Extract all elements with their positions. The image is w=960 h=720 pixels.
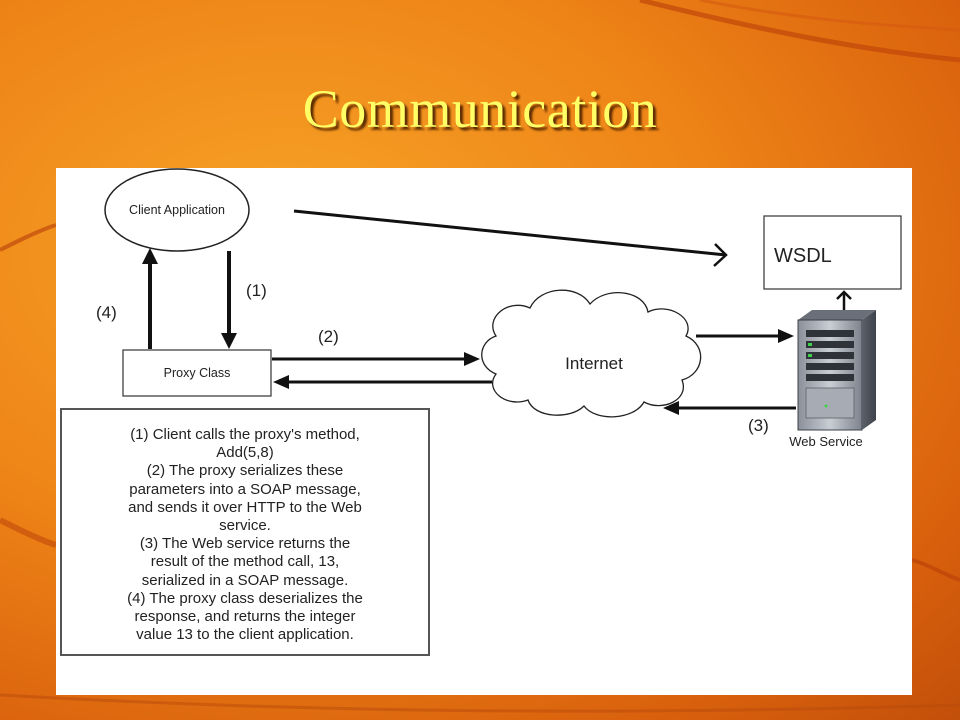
explanation-line: response, and returns the integer [134,608,356,626]
webservice-to-internet-arrow [663,401,796,415]
internet-to-webservice-arrow [696,329,794,343]
step4-arrow [142,248,158,349]
explanation-line: service. [219,517,271,535]
step3-label: (3) [748,416,769,435]
proxy-class-node: Proxy Class [122,349,272,397]
wsdl-node: WSDL [763,215,902,290]
step4-label: (4) [96,303,117,322]
explanation-line: serialized in a SOAP message. [141,571,349,589]
web-service-label: Web Service [789,434,862,449]
diagram-panel: Client Application WSDL Proxy Class (4) [56,168,912,695]
slide-title: Communication [302,79,658,139]
client-application-label: Client Application [129,203,225,217]
explanation-line: and sends it over HTTP to the Web [128,498,362,516]
internet-label: Internet [565,354,623,373]
server-to-wsdl-arrow [836,290,852,310]
internet-cloud-node: Internet [481,289,702,418]
explanation-line: (3) The Web service returns the [139,535,351,553]
explanation-box: (1) Client calls the proxy's method, Add… [60,408,430,656]
server-icon [797,310,876,431]
client-to-wsdl-arrow [293,209,728,267]
step2-label: (2) [318,327,339,346]
explanation-line: result of the method call, 13, [150,553,340,571]
step1-arrow [221,251,237,349]
client-application-node: Client Application [104,168,250,252]
proxy-class-label: Proxy Class [164,366,231,380]
explanation-line: (1) Client calls the proxy's method, [130,426,360,443]
explanation-line: (4) The proxy class deserializes the [127,589,363,607]
explanation-line: parameters into a SOAP message, [129,480,361,498]
explanation-line: (2) The proxy serializes these [146,462,344,480]
wsdl-label: WSDL [774,245,832,267]
step1-label: (1) [246,281,267,300]
proxy-to-internet-arrow [272,352,480,366]
internet-to-proxy-arrow [273,375,492,389]
explanation-line: value 13 to the client application. [136,626,354,644]
explanation-line: Add(5,8) [216,444,274,462]
diagram-canvas: Client Application WSDL Proxy Class (4) [96,168,902,449]
